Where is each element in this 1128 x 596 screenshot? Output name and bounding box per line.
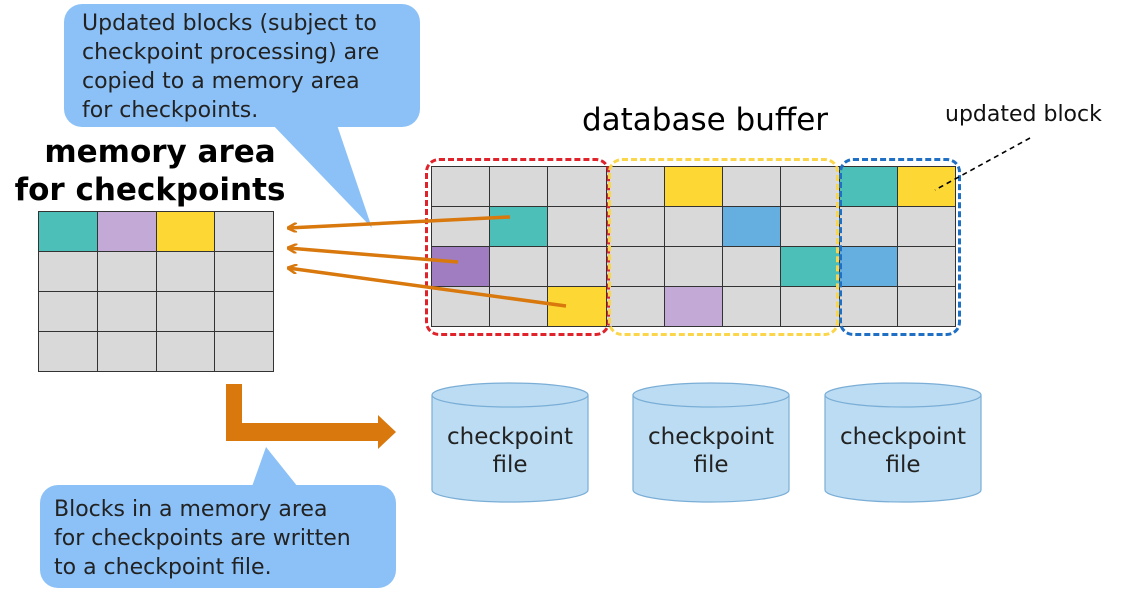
buffer-block-0-2 xyxy=(548,167,606,206)
buffer-block-0-7 xyxy=(839,167,897,206)
callout-bottom-tail xyxy=(250,447,302,492)
copy-arrow-purple xyxy=(288,248,459,264)
memory-area-block-2-2 xyxy=(156,292,215,331)
blue-group-outline xyxy=(839,158,961,336)
memory-area-grid xyxy=(38,211,274,372)
buffer-block-2-2 xyxy=(548,247,606,286)
buffer-block-0-6 xyxy=(781,167,839,206)
write-arrow xyxy=(226,384,396,449)
memory-area-block-1-0 xyxy=(39,252,97,291)
buffer-block-1-1 xyxy=(490,207,548,246)
buffer-block-0-1 xyxy=(490,167,548,206)
checkpoint-file-cylinder-3 xyxy=(824,382,982,503)
buffer-block-3-6 xyxy=(781,287,839,326)
callout-top xyxy=(64,4,420,127)
memory-area-block-2-0 xyxy=(39,292,97,331)
memory-area-block-3-0 xyxy=(39,332,97,371)
copy-arrow-yellow xyxy=(288,268,567,308)
buffer-block-3-8 xyxy=(897,287,955,326)
memory-area-block-0-0 xyxy=(39,212,97,251)
buffer-block-0-3 xyxy=(606,167,664,206)
memory-area-block-0-3 xyxy=(215,212,273,251)
buffer-block-3-7 xyxy=(839,287,897,326)
buffer-block-3-1 xyxy=(490,287,548,326)
buffer-block-2-8 xyxy=(897,247,955,286)
memory-area-title-line2: for checkpoints xyxy=(14,172,286,208)
memory-area-block-1-1 xyxy=(97,252,156,291)
callout-bottom xyxy=(40,485,396,588)
buffer-block-2-5 xyxy=(723,247,781,286)
checkpoint-file-label-1: checkpoint file xyxy=(447,424,573,478)
memory-area-block-3-2 xyxy=(156,332,215,371)
buffer-block-1-7 xyxy=(839,207,897,246)
buffer-block-3-3 xyxy=(606,287,664,326)
memory-area-block-2-1 xyxy=(97,292,156,331)
updated-block-pointer xyxy=(934,137,1031,191)
yellow-group-outline xyxy=(608,158,839,336)
buffer-block-0-0 xyxy=(432,167,490,206)
memory-area-block-1-2 xyxy=(156,252,215,291)
checkpoint-file-label-3: checkpoint file xyxy=(840,424,966,478)
buffer-block-1-5 xyxy=(723,207,781,246)
buffer-block-2-4 xyxy=(664,247,723,286)
buffer-block-1-4 xyxy=(664,207,723,246)
memory-area-block-2-3 xyxy=(215,292,273,331)
buffer-block-0-4 xyxy=(664,167,723,206)
buffer-block-3-4 xyxy=(664,287,723,326)
copy-arrow-teal xyxy=(288,215,511,228)
memory-area-block-1-3 xyxy=(215,252,273,291)
buffer-block-2-3 xyxy=(606,247,664,286)
checkpoint-file-cylinder-1 xyxy=(431,382,589,503)
database-buffer-grid xyxy=(431,166,956,327)
buffer-block-2-6 xyxy=(781,247,839,286)
buffer-block-1-0 xyxy=(432,207,490,246)
memory-area-block-3-1 xyxy=(97,332,156,371)
memory-area-title-line1: memory area xyxy=(44,134,276,170)
buffer-block-3-5 xyxy=(723,287,781,326)
buffer-block-1-3 xyxy=(606,207,664,246)
updated-block-label: updated block xyxy=(945,102,1102,127)
buffer-block-1-8 xyxy=(897,207,955,246)
buffer-block-1-2 xyxy=(548,207,606,246)
buffer-block-0-8 xyxy=(897,167,955,206)
buffer-block-2-7 xyxy=(839,247,897,286)
callout-bottom-text: Blocks in a memory area for checkpoints … xyxy=(54,497,351,580)
buffer-block-0-5 xyxy=(723,167,781,206)
checkpoint-file-label-2: checkpoint file xyxy=(648,424,774,478)
memory-area-block-0-1 xyxy=(97,212,156,251)
memory-area-block-0-2 xyxy=(156,212,215,251)
checkpoint-file-cylinder-2 xyxy=(632,382,790,503)
buffer-block-2-1 xyxy=(490,247,548,286)
buffer-block-1-6 xyxy=(781,207,839,246)
database-buffer-title: database buffer xyxy=(581,102,829,138)
callout-top-text: Updated blocks (subject to checkpoint pr… xyxy=(82,11,380,123)
memory-area-block-3-3 xyxy=(215,332,273,371)
buffer-block-2-0 xyxy=(432,247,490,286)
